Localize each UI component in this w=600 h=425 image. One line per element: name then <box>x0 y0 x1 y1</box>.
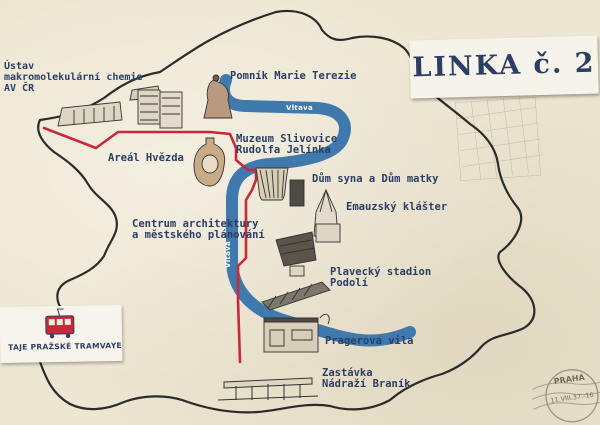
pragerova-vila-sketch <box>263 313 330 353</box>
stop-emauzy: Emauzský klášter <box>346 201 448 213</box>
brand-card: TAJE PRAŽSKÉ TRAMVAYE <box>0 304 123 364</box>
emauzy-church-sketch <box>313 188 341 243</box>
stop-dum: Dům syna a Dům matky <box>312 173 439 185</box>
stop-pomnik: Pomník Marie Terezie <box>230 70 357 82</box>
stop-plavecky: Plavecký stadion Podolí <box>330 266 432 289</box>
city-boundary <box>36 9 536 414</box>
stamp-city: PRAHA <box>553 373 586 386</box>
route-title: LINKA č. 2 <box>412 47 596 84</box>
centrum-building-sketch <box>275 231 317 277</box>
stop-hvezda: Areál Hvězda <box>108 152 184 164</box>
postmark-stamp: PRAHA 11.VIII.37.-16 <box>531 369 600 423</box>
river-label-north: Vltava <box>286 104 313 112</box>
ustav-building-sketch <box>57 85 183 129</box>
pomnik-statue-sketch <box>203 74 233 119</box>
river-vltava <box>218 74 416 347</box>
stop-ustav: Ústav makromolekulární chemie AV ČR <box>4 61 143 94</box>
dum-syna-sketch <box>255 167 305 207</box>
stop-centrum: Centrum architektury a městského plánová… <box>132 218 265 241</box>
branik-station-sketch <box>217 377 319 401</box>
stop-muzeum: Muzeum Slivovice Rudolfa Jelínka <box>236 133 338 156</box>
river-label-south: Vltava <box>224 241 232 268</box>
stop-pragerova: Pragerova vila <box>325 335 414 347</box>
tram-route-line <box>42 126 258 364</box>
title-card: LINKA č. 2 <box>409 35 599 99</box>
tram-icon <box>45 308 75 339</box>
brand-label: TAJE PRAŽSKÉ TRAMVAYE <box>8 340 123 352</box>
stop-branik: Zastávka Nádraží Braník <box>322 367 411 390</box>
muzeum-bottle-sketch <box>193 137 226 187</box>
plavecky-stadion-sketch <box>261 281 331 311</box>
